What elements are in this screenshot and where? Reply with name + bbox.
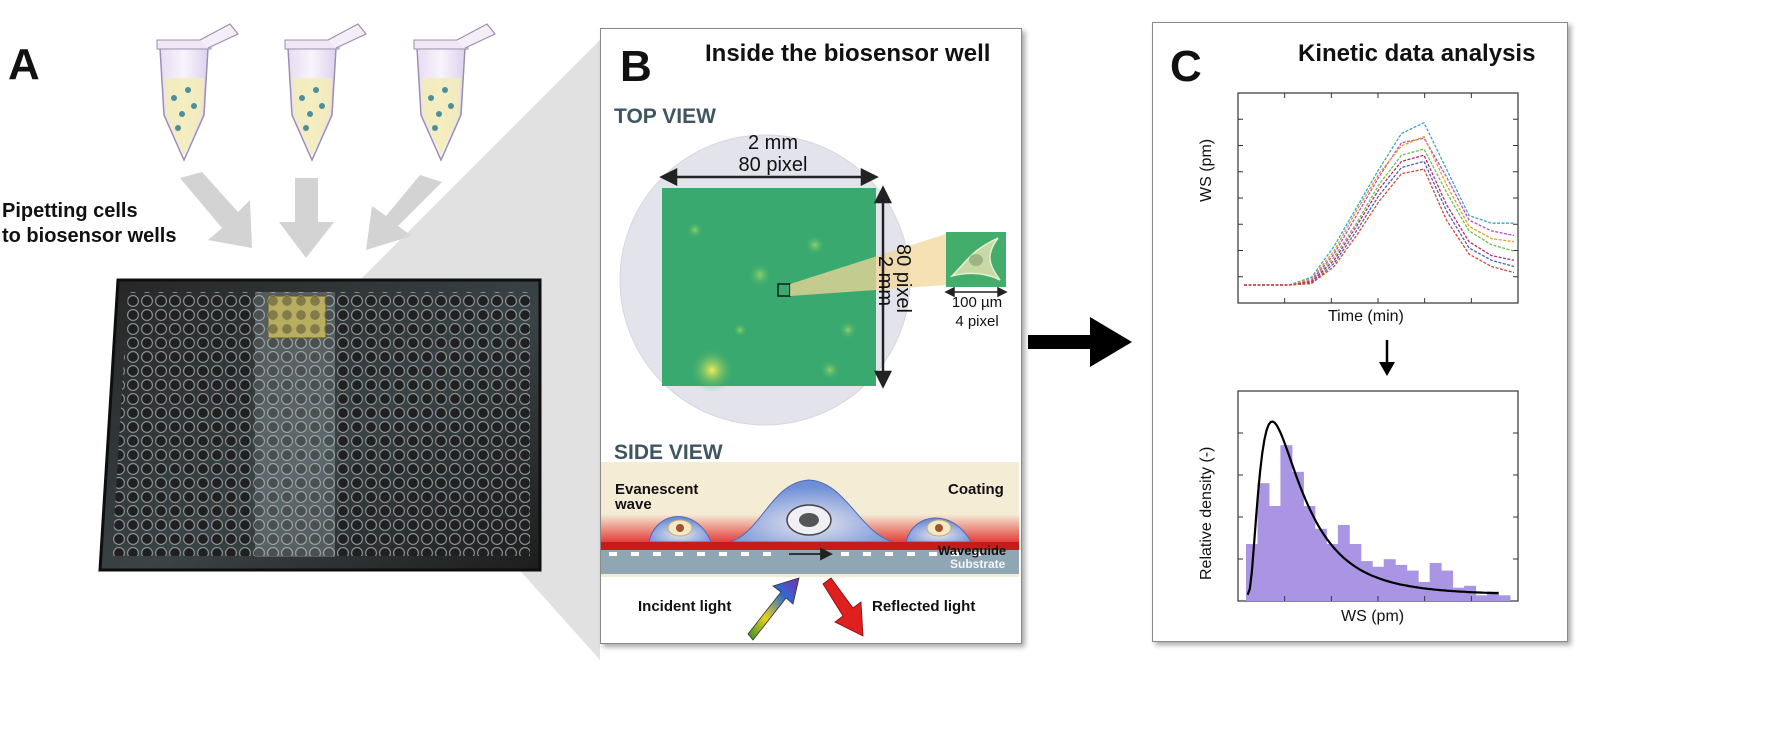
histogram-bar bbox=[1372, 566, 1385, 601]
panel-a-letter: A bbox=[8, 40, 40, 89]
panel-a-caption-line1: Pipetting cells bbox=[2, 200, 138, 222]
sensor-image bbox=[662, 188, 876, 392]
histogram-bar bbox=[1268, 506, 1281, 601]
panel-b-title: Inside the biosensor well bbox=[705, 40, 991, 67]
density-xlabel: WS (pm) bbox=[1341, 608, 1405, 625]
histogram-bar bbox=[1303, 506, 1316, 601]
kinetic-xlabel: Time (min) bbox=[1328, 308, 1404, 325]
histogram-bar bbox=[1291, 471, 1304, 601]
zoom-dimension-arrow bbox=[944, 286, 1008, 298]
width-dim-label: 2 mm bbox=[748, 132, 798, 154]
reflected-light-arrow bbox=[822, 577, 864, 637]
panel-c-title: Kinetic data analysis bbox=[1298, 40, 1536, 67]
histogram-bar bbox=[1452, 587, 1465, 601]
waveguide-layer bbox=[601, 542, 1019, 550]
cell-icon bbox=[728, 479, 894, 543]
density-plot bbox=[1237, 390, 1519, 602]
side-view-diagram bbox=[601, 462, 1019, 641]
right-arrow-icon bbox=[1028, 317, 1132, 367]
kinetic-series bbox=[1244, 121, 1515, 286]
kinetic-plot bbox=[1237, 92, 1519, 304]
histogram-bar bbox=[1349, 544, 1362, 601]
zoomed-cell bbox=[946, 232, 1006, 287]
cell-icon bbox=[905, 517, 972, 543]
density-ticks bbox=[1238, 432, 1518, 601]
substrate-label: Substrate bbox=[950, 557, 1006, 571]
histogram-bar bbox=[1280, 445, 1293, 601]
kinetic-ticks bbox=[1238, 93, 1518, 303]
panel-a-caption-line2: to biosensor wells bbox=[2, 225, 177, 247]
coating-label: Coating bbox=[948, 481, 1004, 498]
height-dimension-arrow bbox=[873, 185, 893, 389]
zoom-dim-label: 100 µm bbox=[951, 294, 1003, 311]
histogram-bar bbox=[1257, 483, 1270, 601]
guided-light-arrow bbox=[789, 547, 834, 561]
histogram-bar bbox=[1360, 561, 1373, 601]
evanescent-label-line1: Evanescent bbox=[615, 481, 699, 498]
histogram-bar bbox=[1475, 595, 1488, 601]
top-view-label: TOP VIEW bbox=[614, 105, 716, 128]
tube-icon bbox=[413, 23, 496, 162]
histogram-bar bbox=[1418, 582, 1431, 601]
kinetic-series-line bbox=[1244, 168, 1515, 286]
histogram-bar bbox=[1337, 525, 1350, 601]
zoom-beam bbox=[790, 234, 946, 296]
histogram-bar bbox=[1429, 563, 1442, 601]
histogram-bar bbox=[1395, 564, 1408, 601]
reflected-light-label: Reflected light bbox=[872, 598, 976, 615]
histogram-bar bbox=[1464, 585, 1477, 601]
panel-a-illustration bbox=[98, 23, 600, 660]
top-view-diagram bbox=[619, 134, 1008, 426]
down-arrow-icon bbox=[1379, 340, 1395, 376]
panel-b-letter: B bbox=[620, 42, 652, 91]
waveguide-label: Waveguide bbox=[938, 543, 1007, 558]
tube-icon bbox=[156, 23, 239, 162]
zoom-px-label: 4 pixel bbox=[955, 313, 999, 330]
incident-light-arrow bbox=[747, 577, 800, 641]
histogram-bar bbox=[1383, 559, 1396, 601]
side-view-label: SIDE VIEW bbox=[614, 441, 723, 464]
height-px-label: 80 pixel bbox=[892, 244, 914, 313]
cell-icon bbox=[648, 516, 712, 543]
pipetting-arrows bbox=[180, 172, 442, 258]
biosensor-plate bbox=[98, 278, 542, 572]
evanescent-label-line2: wave bbox=[615, 496, 652, 513]
histogram-bar bbox=[1326, 544, 1339, 601]
histogram-bar bbox=[1487, 591, 1500, 601]
histogram-bar bbox=[1314, 528, 1327, 601]
grating bbox=[609, 552, 981, 556]
width-px-label: 80 pixel bbox=[738, 154, 808, 176]
incident-light-label: Incident light bbox=[638, 598, 732, 615]
density-histogram bbox=[1246, 445, 1511, 601]
width-dimension-arrow bbox=[659, 167, 879, 187]
panel-c-letter: C bbox=[1170, 42, 1202, 91]
density-fit-curve bbox=[1246, 420, 1499, 596]
tube-icon bbox=[284, 23, 367, 162]
kinetic-ylabel: WS (pm) bbox=[1198, 138, 1215, 202]
histogram-bar bbox=[1441, 570, 1454, 601]
histogram-bar bbox=[1498, 595, 1511, 601]
density-ylabel: Relative density (-) bbox=[1198, 446, 1215, 580]
